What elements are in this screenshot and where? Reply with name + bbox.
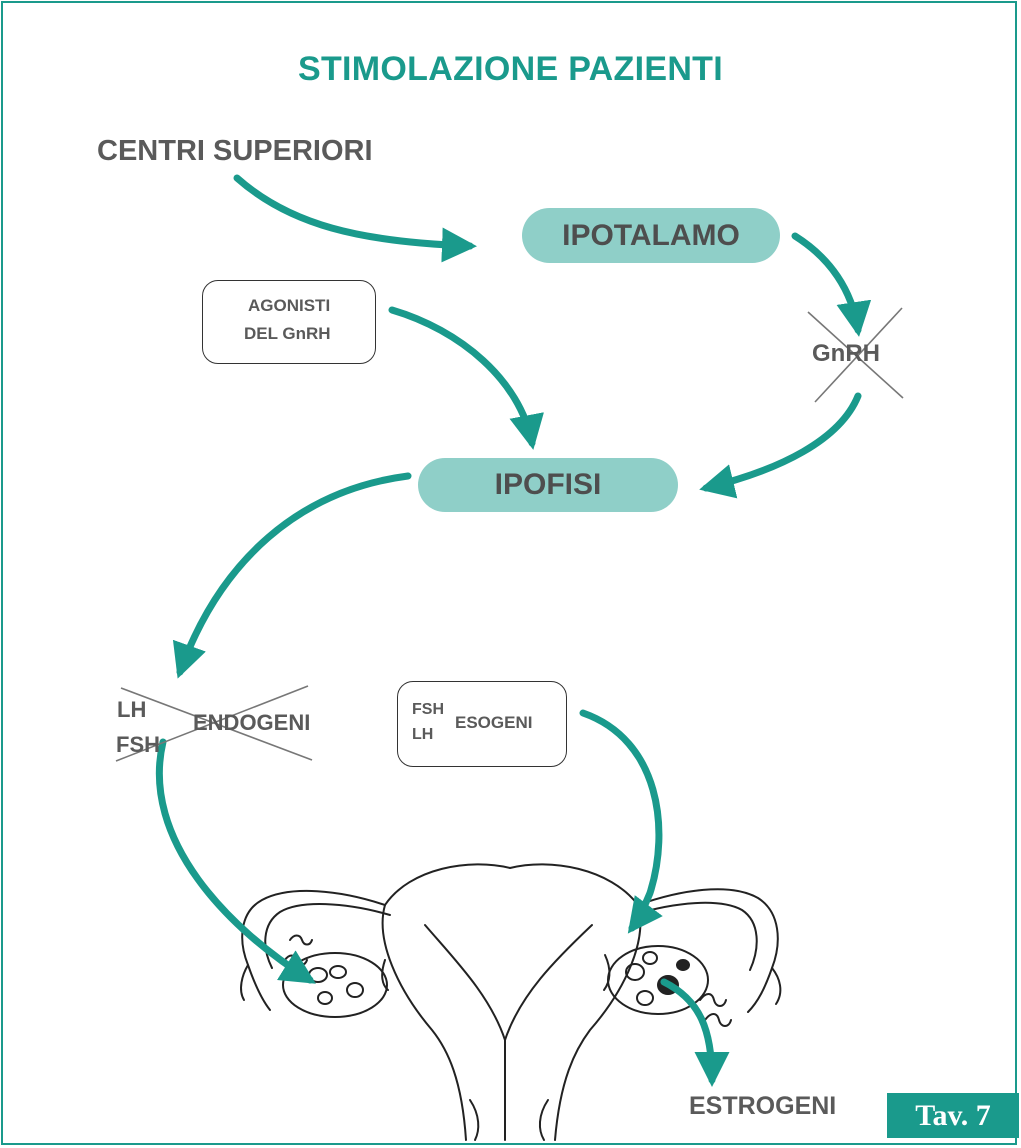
ipofisi-node: IPOFISI [418,458,678,512]
arrow-gnrh-to-ipofisi [706,396,858,488]
arrow-endogeni-to-left-ovary [159,742,310,980]
agonisti-label-line1: AGONISTI [248,296,330,316]
estrogeni-label: ESTROGENI [689,1092,836,1121]
page-title: STIMOLAZIONE PAZIENTI [0,50,1021,89]
arrow-ovary-to-estrogeni [664,982,712,1080]
fsh-endogeno-label: FSH [116,732,160,758]
arrow-esogeni-to-right-ovary [583,713,659,928]
agonisti-box: AGONISTI DEL GnRH [202,280,376,364]
table-badge: Tav. 7 [887,1093,1019,1138]
endogeni-label: ENDOGENI [193,710,310,736]
fsh-esogeno-label: FSH [412,701,444,719]
arrow-ipofisi-to-lh-fsh [180,476,408,672]
esogeni-label: ESOGENI [455,713,532,733]
lh-esogeno-label: LH [412,726,433,744]
ipotalamo-node: IPOTALAMO [522,208,780,263]
lh-endogeno-label: LH [117,697,146,723]
arrow-centri-to-ipotalamo [237,178,470,246]
arrow-ipotalamo-to-gnrh [795,236,858,330]
esogeni-box: FSH LH ESOGENI [397,681,567,767]
gnrh-label: GnRH [812,340,880,368]
centri-superiori-label: CENTRI SUPERIORI [97,135,373,168]
arrow-agonisti-to-ipofisi [392,310,532,443]
agonisti-label-line2: DEL GnRH [244,324,331,344]
